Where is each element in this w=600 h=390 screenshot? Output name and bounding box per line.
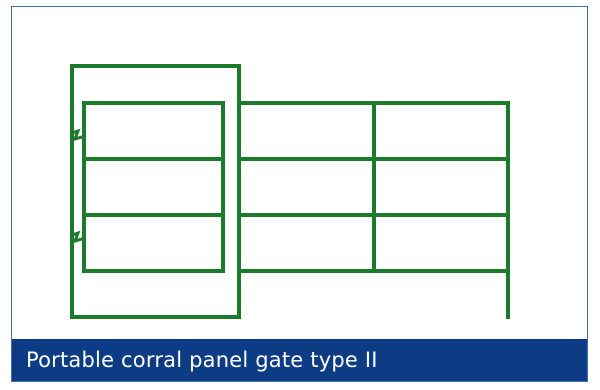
image-card: Portable corral panel gate type II [11,6,588,382]
gate-inner-frame [82,101,225,273]
gate-hinges [70,128,84,244]
gate-illustration [70,64,510,319]
caption-text: Portable corral panel gate type II [26,348,378,372]
panel-posts [372,101,510,319]
caption-bar: Portable corral panel gate type II [12,339,587,381]
gate-outer-frame [70,64,241,319]
